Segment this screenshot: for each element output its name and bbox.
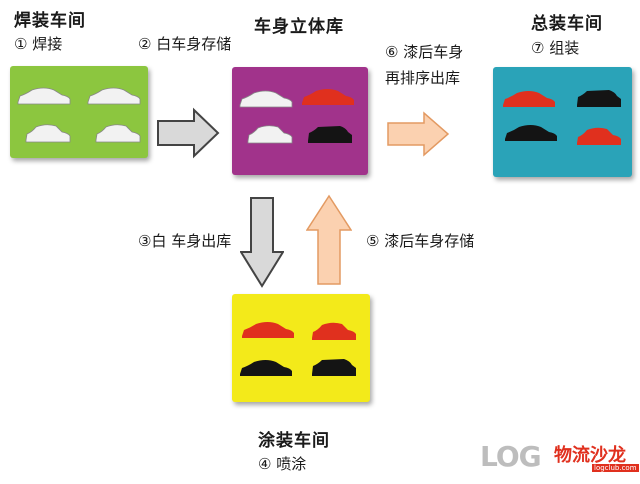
storage-cars: [239, 89, 354, 144]
car-red-5: [312, 322, 356, 340]
car-red-4: [242, 322, 294, 338]
logo-brand: 物流沙龙: [554, 445, 626, 466]
car-red-3: [577, 127, 621, 145]
car-black-1: [308, 126, 352, 143]
logo-sub: logclub.com: [592, 464, 639, 472]
car-white-1: [17, 87, 71, 105]
arrow-painting-to-storage: [306, 194, 352, 286]
assembly-workshop-title: 总装车间: [531, 14, 603, 34]
flow-label-step2: ② 白车身存储: [138, 35, 232, 53]
car-white-3: [25, 124, 71, 143]
welding-cars: [17, 87, 141, 143]
car-red-1: [302, 89, 354, 105]
arrow-storage-to-assembly: [386, 110, 452, 158]
painting-cars: [240, 322, 356, 376]
painting-workshop-box: [232, 294, 370, 402]
car-white-6: [247, 125, 293, 144]
flow-label-step6-line2: 再排序出库: [385, 69, 461, 87]
flow-label-step6-line1: ⑥ 漆后车身: [385, 43, 464, 61]
painting-step-label: ④ 喷涂: [258, 455, 307, 473]
welding-step-label: ① 焊接: [14, 35, 63, 53]
assembly-workshop-box: [493, 67, 632, 177]
arrow-storage-to-painting: [240, 196, 284, 288]
car-black-4: [240, 360, 292, 376]
logo-text: LOG: [480, 440, 542, 473]
flow-label-step3: ③白 车身出库: [138, 232, 232, 250]
welding-workshop-title: 焊装车间: [14, 11, 86, 31]
car-red-2: [503, 91, 555, 107]
car-white-4: [95, 124, 141, 143]
assembly-cars: [503, 90, 621, 145]
assembly-step-label: ⑦ 组装: [531, 39, 580, 57]
car-black-3: [505, 125, 557, 141]
storage-title: 车身立体库: [254, 17, 344, 37]
painting-workshop-title: 涂装车间: [258, 431, 330, 451]
arrow-welding-to-storage: [156, 107, 222, 159]
logclub-logo: LOG 物流沙龙 logclub.com: [480, 440, 639, 476]
car-white-2: [87, 87, 141, 105]
car-white-5: [239, 90, 293, 108]
car-black-5: [312, 359, 356, 376]
flow-label-step5: ⑤ 漆后车身存储: [366, 232, 475, 250]
car-black-2: [577, 90, 621, 107]
welding-workshop-box: [10, 66, 148, 158]
storage-box: [232, 67, 368, 175]
